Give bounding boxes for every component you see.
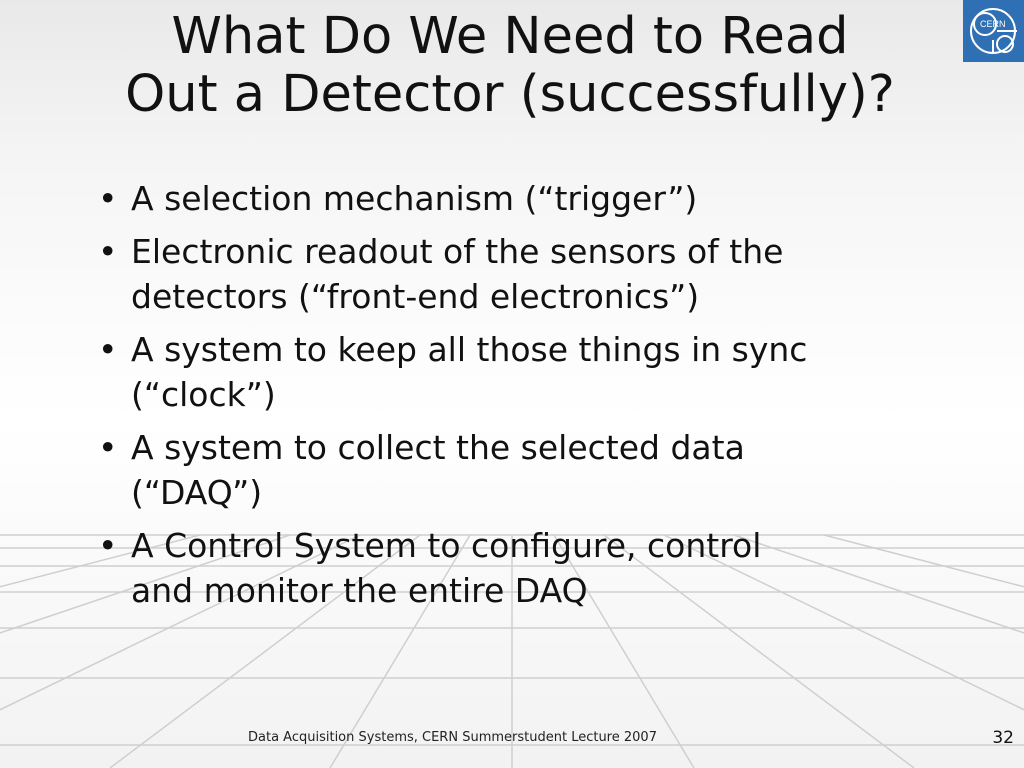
page-number: 32 bbox=[992, 728, 1014, 748]
bullet-text: A selection mechanism (“trigger”) bbox=[131, 179, 698, 218]
bullet-text: and monitor the entire DAQ bbox=[131, 571, 588, 610]
slide-title-line: Out a Detector (successfully)? bbox=[125, 65, 895, 124]
bullet-icon: • bbox=[98, 179, 118, 218]
slide-title: What Do We Need to Read Out a Detector (… bbox=[40, 8, 980, 124]
bullet-text: (“clock”) bbox=[131, 375, 276, 414]
bullet-text: A system to collect the selected data bbox=[131, 428, 745, 467]
bullet-text: A Control System to configure, control bbox=[131, 526, 762, 565]
bullet-item: • A selection mechanism (“trigger”) bbox=[98, 176, 918, 221]
bullet-text: Electronic readout of the sensors of the bbox=[131, 232, 784, 271]
cern-logo-icon: CERN bbox=[963, 0, 1024, 62]
bullet-icon: • bbox=[98, 526, 118, 565]
bullet-icon: • bbox=[98, 330, 118, 369]
cern-logo: CERN bbox=[963, 0, 1024, 62]
bullet-text: detectors (“front-end electronics”) bbox=[131, 277, 700, 316]
bullet-list: • A selection mechanism (“trigger”) • El… bbox=[98, 176, 918, 621]
bullet-text: (“DAQ”) bbox=[131, 473, 263, 512]
bullet-icon: • bbox=[98, 232, 118, 271]
bullet-item: • A Control System to configure, control… bbox=[98, 523, 918, 613]
slide-footer: Data Acquisition Systems, CERN Summerstu… bbox=[248, 730, 657, 745]
slide-title-line: What Do We Need to Read bbox=[171, 7, 849, 66]
bullet-item: • A system to collect the selected data … bbox=[98, 425, 918, 515]
svg-text:CERN: CERN bbox=[980, 19, 1006, 29]
bullet-item: • A system to keep all those things in s… bbox=[98, 327, 918, 417]
bullet-item: • Electronic readout of the sensors of t… bbox=[98, 229, 918, 319]
bullet-icon: • bbox=[98, 428, 118, 467]
bullet-text: A system to keep all those things in syn… bbox=[131, 330, 808, 369]
